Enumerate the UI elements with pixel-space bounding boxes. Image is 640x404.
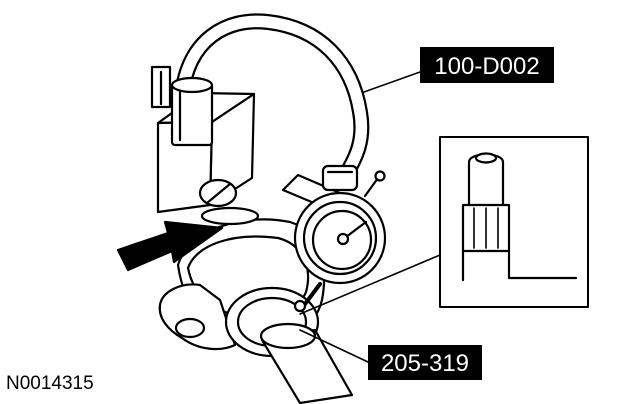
callout-100-d002: 100-D002 <box>420 47 554 83</box>
flexible-hose <box>174 13 370 181</box>
pointer-arrow <box>116 220 224 272</box>
detail-inset <box>439 136 589 308</box>
mounting-flange <box>158 283 237 351</box>
leader-lines <box>299 71 441 363</box>
callout-205-319-text: 205-319 <box>381 350 469 377</box>
callout-100-d002-text: 100-D002 <box>434 53 539 80</box>
figure-id: N0014315 <box>6 373 94 394</box>
actuator-shaft <box>259 322 354 404</box>
hose-fitting <box>170 76 214 147</box>
gauge-hose-connector <box>321 164 359 192</box>
dial-indicator-gauge <box>293 170 387 313</box>
callout-205-319: 205-319 <box>368 345 482 380</box>
